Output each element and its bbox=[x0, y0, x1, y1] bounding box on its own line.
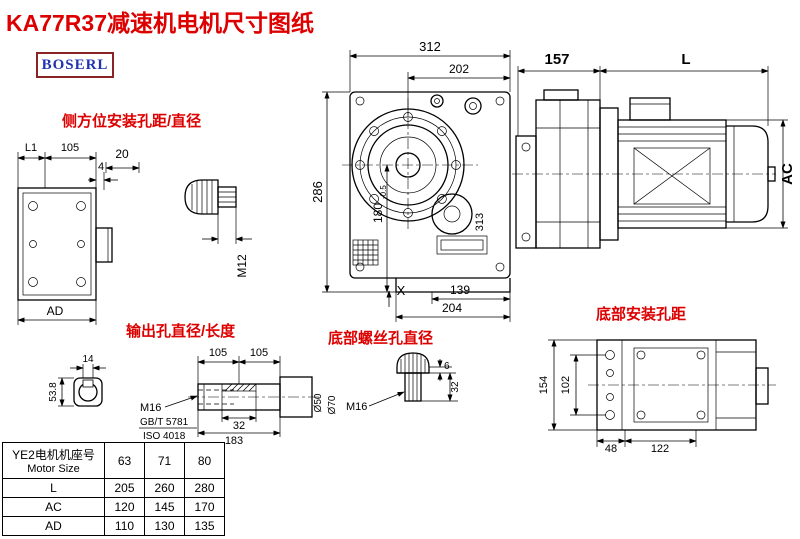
dim-14: 14 bbox=[82, 354, 94, 365]
dim-313: 313 bbox=[474, 213, 486, 231]
table-row-AC: AC 120 145 170 bbox=[2, 497, 225, 517]
label-side-mount: 侧方位安装孔距/直径 bbox=[62, 113, 202, 130]
motor-side-view: 157 L AC bbox=[512, 51, 796, 249]
nameplate-recess bbox=[436, 235, 488, 255]
keyway-top bbox=[221, 383, 257, 392]
dim-105a: 105 bbox=[209, 347, 227, 359]
oil-sight-glass bbox=[352, 239, 379, 266]
table-row-AD: AD 110 130 135 bbox=[2, 516, 225, 536]
bottom-flange-step bbox=[395, 278, 511, 293]
dim-105b: 105 bbox=[250, 347, 268, 359]
dim-312: 312 bbox=[419, 39, 441, 54]
keyway-slot bbox=[82, 379, 94, 388]
row-label-L: L bbox=[2, 478, 105, 498]
dim-AD: AD bbox=[47, 304, 64, 318]
dim-L: L bbox=[681, 51, 690, 68]
dim-122: 122 bbox=[651, 443, 669, 455]
table-header-en: Motor Size bbox=[27, 463, 80, 475]
hollow-shaft-face bbox=[73, 377, 103, 407]
dim-32-shaft: 32 bbox=[233, 420, 245, 432]
output-shaft-detail: 14 53.8 105 105 32 bbox=[48, 347, 338, 447]
cell-AC-80: 170 bbox=[184, 497, 225, 517]
dim-157: 157 bbox=[544, 51, 569, 68]
size-col-80: 80 bbox=[184, 442, 225, 479]
dim-180: 180 bbox=[371, 203, 385, 223]
bolt-head bbox=[184, 179, 219, 215]
corner-holes bbox=[355, 96, 505, 272]
dim-AC: AC bbox=[779, 163, 796, 185]
left-view-holes bbox=[28, 201, 86, 287]
dim-154: 154 bbox=[538, 376, 550, 394]
dim-53-8: 53.8 bbox=[48, 382, 59, 402]
cell-AD-63: 110 bbox=[104, 516, 145, 536]
dim-L1: L1 bbox=[25, 142, 37, 154]
std-iso: ISO 4018 bbox=[143, 431, 186, 442]
cell-AC-71: 145 bbox=[144, 497, 185, 517]
output-flange-plate bbox=[515, 135, 537, 249]
dim-6: 6 bbox=[444, 361, 450, 372]
side-bolt-detail: 20 M12 bbox=[105, 147, 252, 278]
thread-M12: M12 bbox=[235, 254, 249, 278]
nameplate bbox=[633, 147, 711, 205]
cell-L-71: 260 bbox=[144, 478, 185, 498]
dim-202: 202 bbox=[449, 62, 469, 76]
boserl-logo: BOSERL bbox=[36, 52, 114, 78]
x-mark: X bbox=[397, 283, 406, 298]
table-header-cn: YE2电机机座号 bbox=[12, 448, 95, 462]
motor-body bbox=[617, 119, 727, 229]
gearbox-housing-outline bbox=[349, 91, 511, 279]
dim-20: 20 bbox=[115, 147, 129, 161]
label-bottom-mount: 底部安装孔距 bbox=[596, 306, 687, 323]
dim-102: 102 bbox=[560, 376, 572, 394]
thread-M16-shaft: M16 bbox=[140, 402, 161, 414]
dim-dia50: Ø50 bbox=[313, 393, 324, 412]
thread-M16-bolt: M16 bbox=[346, 401, 367, 413]
size-col-71: 71 bbox=[144, 442, 185, 479]
bottom-bolt-detail: 6 32 M16 bbox=[346, 352, 461, 413]
dim-180-group: 180 -0.5 bbox=[371, 185, 388, 223]
label-bottom-screw: 底部螺丝孔直径 bbox=[328, 330, 434, 347]
size-col-63: 63 bbox=[104, 442, 145, 479]
dim-105-left: 105 bbox=[61, 142, 79, 154]
cell-AC-63: 120 bbox=[104, 497, 145, 517]
cell-AD-71: 130 bbox=[144, 516, 185, 536]
dim-286: 286 bbox=[310, 181, 325, 203]
dim-48: 48 bbox=[605, 443, 617, 455]
cell-L-80: 280 bbox=[184, 478, 225, 498]
shaft-stub bbox=[95, 227, 113, 263]
gearbox-left-view: L1 105 4 AD bbox=[17, 142, 118, 325]
table-header-cell: YE2电机机座号 Motor Size bbox=[2, 442, 105, 479]
cell-AD-80: 135 bbox=[184, 516, 225, 536]
row-label-AD: AD bbox=[2, 516, 105, 536]
cell-L-63: 205 bbox=[104, 478, 145, 498]
bottom-mount-view: 154 102 48 122 bbox=[538, 339, 776, 455]
dim-4: 4 bbox=[98, 161, 104, 173]
gearbox-front-view: 312 202 286 180 -0.5 313 X 139 204 bbox=[310, 39, 511, 322]
motor-size-table: YE2电机机座号 Motor Size 63 71 80 L 205 260 2… bbox=[2, 442, 225, 536]
label-output-hole: 输出孔直径/长度 bbox=[126, 323, 236, 340]
dim-183: 183 bbox=[225, 435, 243, 447]
page-title: KA77R37减速机电机尺寸图纸 bbox=[6, 10, 314, 36]
row-label-AC: AC bbox=[2, 497, 105, 517]
dim-180-tolerance: -0.5 bbox=[379, 185, 388, 199]
shaft-section-70 bbox=[279, 376, 313, 418]
dim-dia70: Ø70 bbox=[327, 395, 338, 414]
dim-139: 139 bbox=[450, 283, 470, 297]
bottom-mount-holes bbox=[605, 350, 706, 420]
std-gb: GB/T 5781 bbox=[140, 417, 189, 428]
dim-204: 204 bbox=[442, 301, 462, 315]
secondary-bore-circle bbox=[431, 193, 473, 235]
dim-32-bolt: 32 bbox=[450, 381, 461, 393]
table-header-row: YE2电机机座号 Motor Size 63 71 80 bbox=[2, 442, 225, 479]
table-row-L: L 205 260 280 bbox=[2, 478, 225, 498]
cooling-fins bbox=[618, 126, 726, 222]
terminal-box bbox=[629, 97, 671, 121]
